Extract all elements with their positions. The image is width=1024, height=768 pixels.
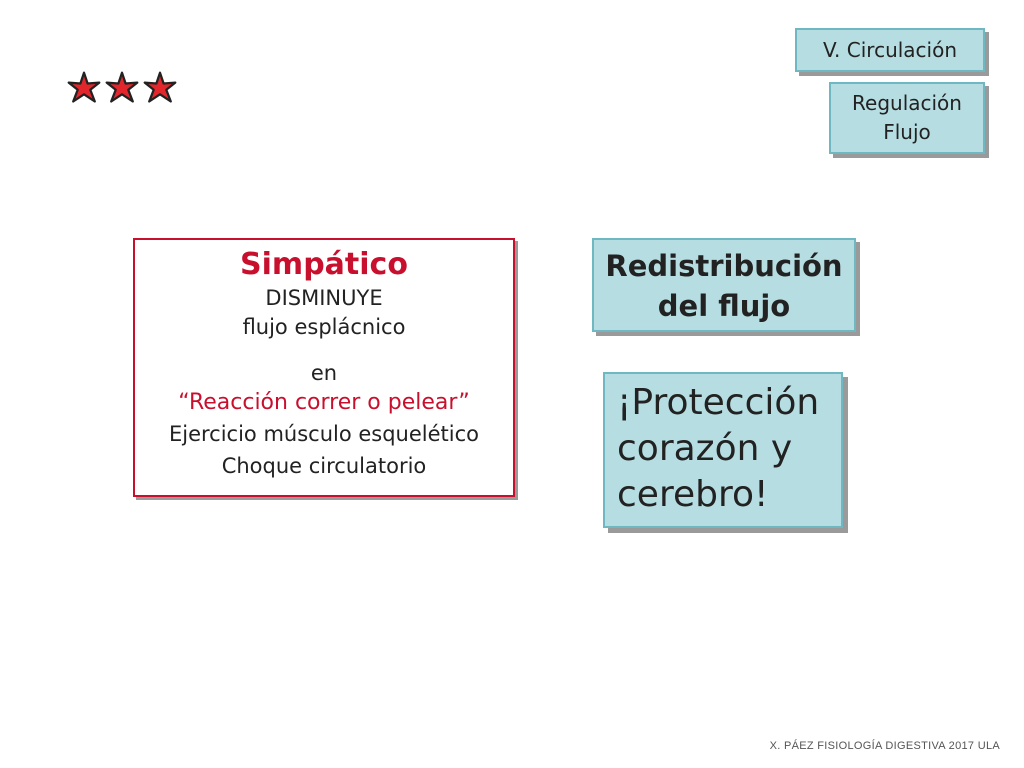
section-tag: V. Circulación: [795, 28, 985, 72]
sympathetic-line-en: en: [310, 361, 338, 385]
star-icon: [67, 71, 101, 103]
star-icon: [105, 71, 139, 103]
protection-line1: ¡Protección: [617, 382, 820, 423]
redistribution-box: Redistribución del flujo: [592, 238, 856, 332]
protection-line2: corazón y: [617, 428, 793, 469]
protection-box: ¡Protección corazón y cerebro!: [603, 372, 843, 528]
topic-tag-line2: Flujo: [883, 120, 931, 144]
sympathetic-line-exercise: Ejercicio músculo esquelético: [168, 422, 480, 446]
sympathetic-title: Simpático: [240, 247, 408, 282]
sympathetic-line-flow: flujo esplácnico: [242, 315, 406, 339]
star-icon: [143, 71, 177, 103]
redistribution-line2: del flujo: [657, 289, 791, 323]
topic-tag-line1: Regulación: [852, 91, 962, 115]
topic-tag: Regulación Flujo: [829, 82, 985, 154]
sympathetic-box: Simpático DISMINUYE flujo esplácnico en …: [133, 238, 515, 497]
sympathetic-line-decrease: DISMINUYE: [265, 286, 383, 310]
footer-credit: X. PÁEZ FISIOLOGÍA DIGESTIVA 2017 ULA: [769, 740, 1000, 752]
sympathetic-line-shock: Choque circulatorio: [221, 454, 427, 478]
stars-decoration: [66, 70, 178, 106]
sympathetic-line-fight-flight: “Reacción correr o pelear”: [178, 390, 470, 415]
redistribution-line1: Redistribución: [605, 249, 843, 283]
protection-line3: cerebro!: [617, 474, 769, 515]
